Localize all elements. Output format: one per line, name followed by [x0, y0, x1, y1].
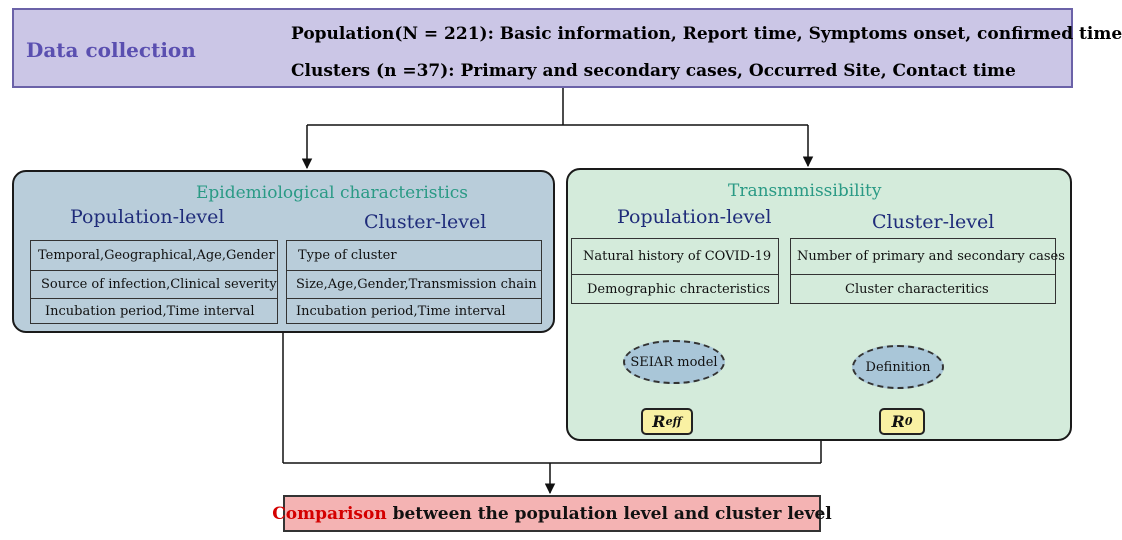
table-row: Temporal,Geographical,Age,Gender: [38, 248, 275, 263]
connector-lines: [202, 32, 904, 495]
table-row: Natural history of COVID-19: [583, 249, 772, 264]
table-row: Source of infection,Clinical severity: [31, 270, 277, 298]
epidemiological-box: [12, 170, 555, 333]
epi-cluster-table: Type of cluster Size,Age,Gender,Transmis…: [286, 240, 542, 324]
trans-cluster-table: Number of primary and secondary cases Cl…: [790, 238, 1065, 304]
population-data-line: Population(N = 221): Basic information, …: [291, 24, 1122, 44]
comparison-box: Comparison between the population level …: [272, 495, 832, 532]
trans-population-level-heading: Population-level: [617, 206, 772, 228]
data-collection-label: Data collection: [26, 38, 196, 62]
transmissibility-title: Transmmissibility: [728, 181, 882, 201]
epidemiological-title: Epidemiological characteristics: [196, 183, 469, 203]
epi-cluster-level-heading: Cluster-level: [364, 211, 487, 233]
definition-node: Definition: [852, 345, 944, 389]
transmissibility-box: [566, 168, 1072, 441]
comparison-highlight: Comparison: [272, 503, 387, 524]
seiar-model-node: SEIAR model: [623, 340, 725, 384]
table-row: Type of cluster: [298, 248, 397, 263]
data-collection-box: [12, 8, 1073, 88]
table-row: Incubation period,Time interval: [287, 298, 541, 323]
reff-symbol: R: [652, 412, 666, 431]
reff-subscript: eff: [665, 415, 682, 428]
table-row: Cluster characteritics: [791, 274, 1055, 303]
r0-symbol: R: [891, 412, 905, 431]
epi-population-level-heading: Population-level: [70, 206, 225, 228]
trans-cluster-level-heading: Cluster-level: [872, 211, 995, 233]
table-row: Size,Age,Gender,Transmission chain: [287, 270, 541, 298]
clusters-data-line: Clusters (n =37): Primary and secondary …: [291, 61, 1016, 81]
table-row: Demographic chracteristics: [572, 274, 778, 303]
epi-population-table: Temporal,Geographical,Age,Gender Source …: [30, 240, 278, 324]
trans-population-table: Natural history of COVID-19 Demographic …: [571, 238, 779, 304]
table-row: Number of primary and secondary cases: [797, 249, 1065, 264]
r0-subscript: 0: [904, 415, 913, 428]
table-row: Incubation period,Time interval: [31, 298, 277, 323]
comparison-rest: between the population level and cluster…: [386, 503, 832, 524]
